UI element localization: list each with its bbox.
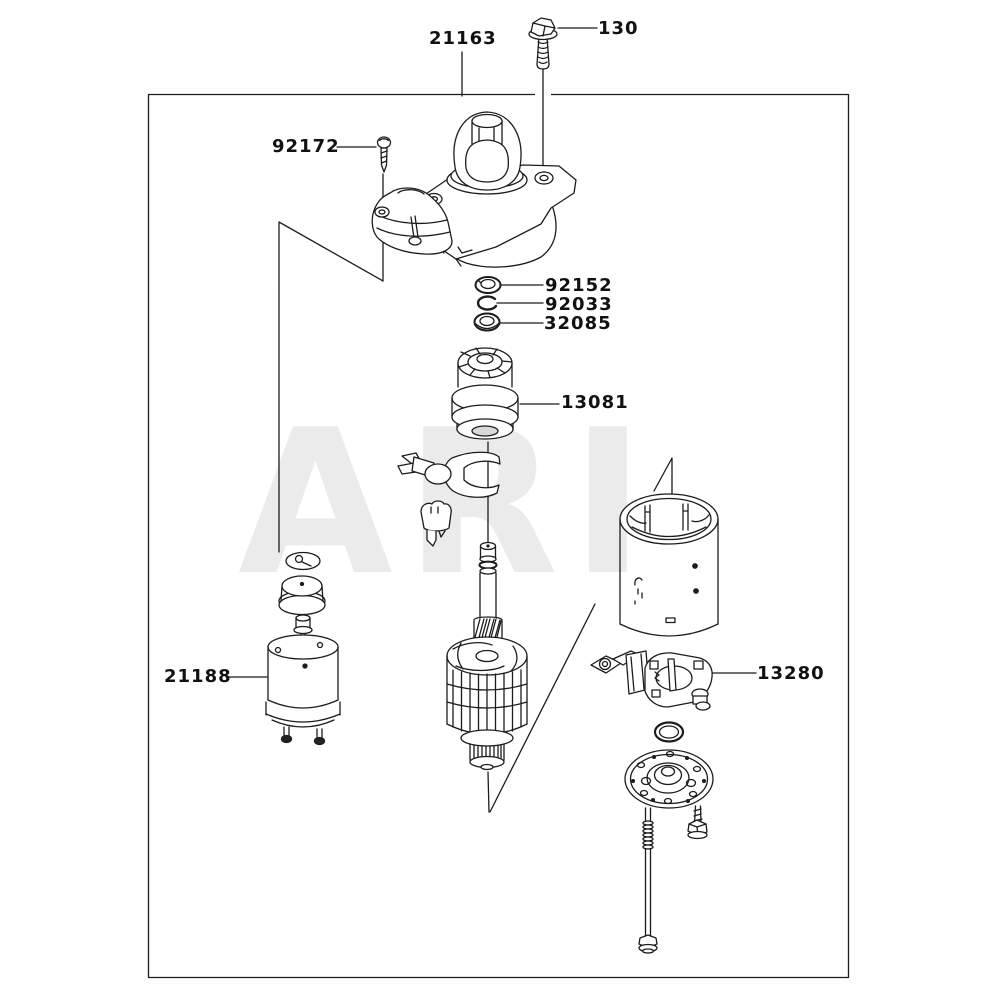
solenoid-drawing	[265, 551, 341, 746]
part-label-21163[interactable]: 21163	[429, 28, 497, 49]
part-label-130[interactable]: 130	[598, 18, 639, 39]
armature-drawing	[446, 541, 528, 771]
stopper-collar-drawing	[473, 312, 501, 332]
shift-fork-drawing	[397, 451, 501, 498]
screw-drawing	[376, 136, 392, 173]
part-label-32085[interactable]: 32085	[544, 313, 612, 334]
flange-bolt-drawing	[528, 17, 558, 70]
cover-screw-drawing	[687, 805, 708, 840]
pinion-gear-drawing	[451, 347, 519, 440]
part-label-13081[interactable]: 13081	[561, 392, 629, 413]
part-label-92152[interactable]: 92152	[545, 275, 613, 296]
washer-drawing	[474, 276, 502, 294]
brush-holder-drawing	[590, 650, 713, 711]
leader-lines	[225, 27, 757, 813]
end-cover-drawing	[624, 749, 714, 809]
o-ring-drawing	[653, 721, 685, 743]
through-bolt-drawing	[638, 807, 658, 954]
part-label-92172[interactable]: 92172	[272, 136, 340, 157]
part-label-92033[interactable]: 92033	[545, 294, 613, 315]
starter-housing-drawing	[371, 111, 577, 268]
part-label-13280[interactable]: 13280	[757, 663, 825, 684]
yoke-cylinder-drawing	[619, 493, 719, 637]
part-label-21188[interactable]: 21188	[164, 666, 232, 687]
circlip-drawing	[476, 295, 498, 311]
grommet-drawing	[420, 500, 452, 547]
